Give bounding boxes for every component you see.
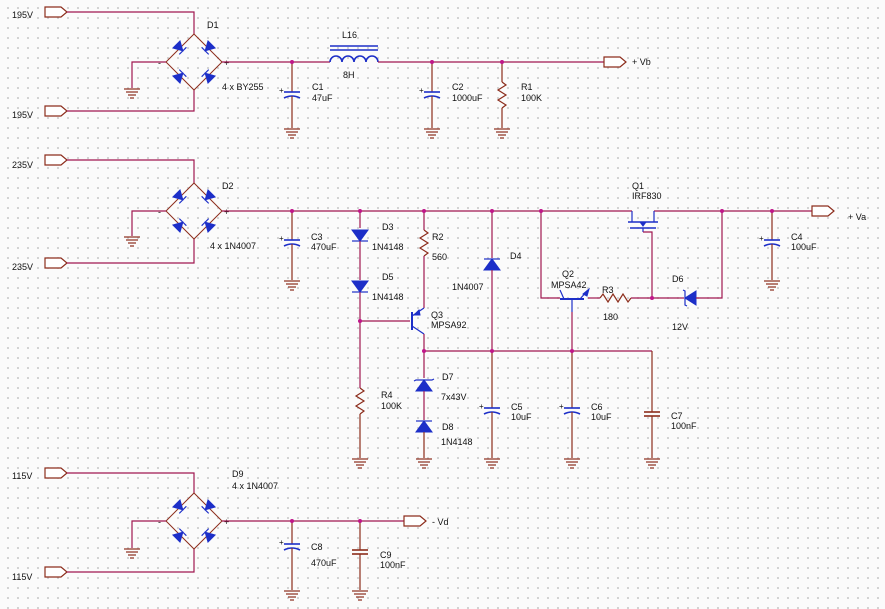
value-c8: 470uF — [311, 558, 337, 568]
port-235v-top[interactable] — [44, 154, 68, 166]
section-va — [44, 154, 835, 469]
value-c3: 470uF — [311, 242, 337, 252]
transistor-q3 — [411, 307, 425, 335]
value-d9: 4 x 1N4007 — [232, 481, 278, 491]
ref-c8: C8 — [311, 542, 323, 552]
value-c2: 1000uF — [452, 93, 483, 103]
bridge-rectifier-d1 — [157, 33, 230, 91]
section-vb — [44, 6, 627, 139]
port-label-vd: - Vd — [432, 517, 449, 527]
ref-d3: D3 — [382, 222, 394, 232]
port-115v-bottom[interactable] — [44, 566, 68, 578]
port-195v-top[interactable] — [44, 6, 68, 18]
port-label-235v-bottom: 235V — [12, 262, 33, 272]
ref-r2: R2 — [432, 232, 444, 242]
value-d4: 1N4007 — [452, 282, 484, 292]
port-115v-top[interactable] — [44, 467, 68, 479]
ref-c2: C2 — [452, 82, 464, 92]
ref-d1: D1 — [207, 20, 219, 30]
port-label-235v-top: 235V — [12, 160, 33, 170]
ref-d6: D6 — [672, 274, 684, 284]
port-label-vb: + Vb — [632, 57, 651, 67]
value-r1: 100K — [521, 93, 542, 103]
ref-r4: R4 — [381, 390, 393, 400]
value-c4: 100uF — [791, 242, 817, 252]
port-va[interactable] — [811, 205, 835, 217]
value-c1: 47uF — [312, 93, 333, 103]
ref-r3: R3 — [602, 285, 614, 295]
ref-c4: C4 — [791, 232, 803, 242]
value-d6: 12V — [672, 322, 688, 332]
ref-c6: C6 — [591, 402, 603, 412]
port-235v-bottom[interactable] — [44, 257, 68, 269]
port-vd[interactable] — [403, 515, 427, 527]
value-q3: MPSA92 — [431, 320, 467, 330]
value-l16: 8H — [343, 70, 355, 80]
port-label-115v-top: 115V — [12, 471, 32, 481]
ref-c9: C9 — [380, 550, 392, 560]
bridge-rectifier-d2 — [157, 182, 230, 240]
ref-l16: L16 — [342, 30, 357, 40]
value-q2: MPSA42 — [551, 280, 587, 290]
ref-q2: Q2 — [562, 269, 574, 279]
ref-c3: C3 — [311, 232, 323, 242]
ref-q3: Q3 — [431, 310, 443, 320]
port-label-va: + Va — [848, 212, 866, 222]
ref-r1: R1 — [521, 82, 533, 92]
value-d8: 1N4148 — [441, 437, 473, 447]
value-r2: 560 — [432, 252, 447, 262]
port-label-195v-top: 195V — [12, 10, 33, 20]
port-label-195v-bottom: 195V — [12, 110, 33, 120]
value-r4: 100K — [381, 401, 402, 411]
ref-d9: D9 — [232, 469, 244, 479]
mosfet-q1 — [628, 211, 658, 232]
transistor-q2 — [559, 287, 590, 312]
value-c7: 100nF — [671, 421, 697, 431]
inductor-l16 — [329, 45, 379, 63]
port-label-115v-bottom: 115V — [12, 572, 32, 582]
port-vb[interactable] — [603, 56, 627, 68]
port-195v-bottom[interactable] — [44, 105, 68, 117]
ref-c1: C1 — [312, 82, 324, 92]
value-q1: IRF830 — [632, 191, 662, 201]
value-r3: 180 — [603, 312, 618, 322]
value-d3: 1N4148 — [372, 242, 404, 252]
ref-d4: D4 — [510, 251, 522, 261]
section-vd — [44, 467, 427, 601]
ref-d8: D8 — [442, 422, 454, 432]
bridge-rectifier-d9 — [157, 492, 230, 550]
ref-d7: D7 — [442, 372, 454, 382]
ref-q1: Q1 — [632, 181, 644, 191]
value-d5: 1N4148 — [372, 292, 404, 302]
ref-c5: C5 — [511, 402, 523, 412]
ref-d5: D5 — [382, 272, 394, 282]
value-c6: 10uF — [591, 412, 612, 422]
value-c5: 10uF — [511, 412, 532, 422]
ref-c7: C7 — [671, 411, 683, 421]
value-c9: 100nF — [380, 560, 406, 570]
labels: 195V 195V 235V 235V 115V 115V + Vb + Va … — [12, 10, 866, 582]
value-d1: 4 x BY255 — [222, 82, 264, 92]
value-d2: 4 x 1N4007 — [210, 241, 256, 251]
value-d7: 7x43V — [441, 392, 467, 402]
ref-d2: D2 — [222, 181, 234, 191]
